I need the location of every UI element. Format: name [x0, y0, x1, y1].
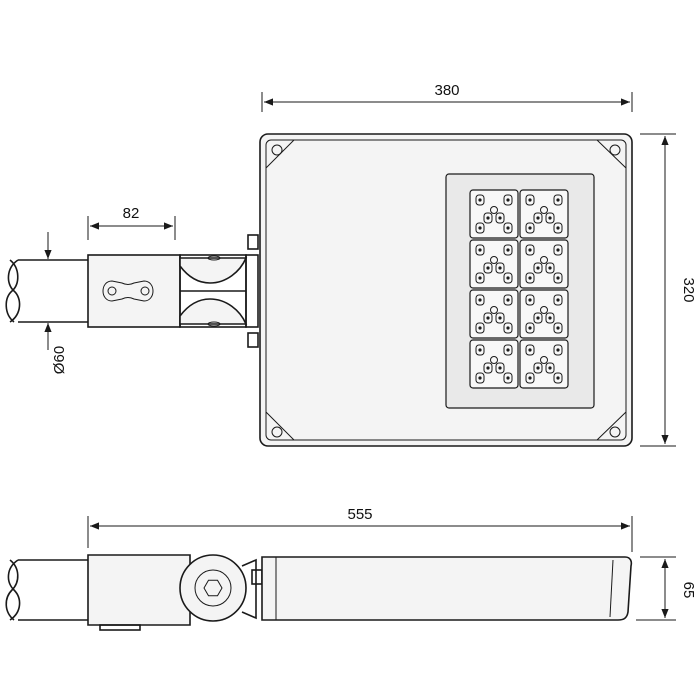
tilt-joint — [179, 554, 247, 622]
side-view: 555 65 — [5, 506, 697, 631]
led-module — [469, 189, 519, 239]
dimension-bracket-label: 82 — [123, 205, 140, 222]
led-module — [519, 339, 569, 389]
led-module — [519, 189, 569, 239]
led-module — [519, 289, 569, 339]
dimension-length-label: 555 — [347, 506, 372, 523]
led-module — [469, 239, 519, 289]
dimension-thickness-label: 65 — [680, 582, 697, 599]
luminaire-housing-top — [259, 133, 633, 447]
pole-pipe-top — [5, 259, 90, 323]
corner-screw — [271, 426, 283, 438]
dimension-pipe: Ø60 — [44, 232, 68, 374]
mounting-bracket-side — [87, 554, 263, 631]
hex-bolt — [203, 579, 223, 597]
dimension-bracket: 82 — [87, 205, 176, 240]
mounting-bracket-top — [87, 234, 259, 348]
corner-screw — [609, 426, 621, 438]
dimension-height: 320 — [640, 133, 697, 447]
luminaire-housing-side — [261, 556, 633, 621]
clamp-upper — [179, 257, 248, 284]
dimension-height-label: 320 — [680, 277, 697, 302]
clamp-lower — [179, 298, 248, 325]
dimension-thickness: 65 — [636, 556, 697, 621]
pole-pipe-side — [5, 559, 90, 621]
led-module — [469, 339, 519, 389]
dimension-pipe-label: Ø60 — [51, 346, 68, 374]
corner-screw — [609, 144, 621, 156]
top-view: 380 320 82 Ø60 — [5, 82, 697, 447]
led-module — [519, 239, 569, 289]
led-module — [469, 289, 519, 339]
dimension-width-label: 380 — [434, 82, 459, 99]
dimension-length: 555 — [87, 506, 633, 552]
led-module-grid — [469, 189, 569, 389]
dimension-width: 380 — [261, 82, 633, 112]
bracket-slot — [102, 280, 154, 302]
corner-screw — [271, 144, 283, 156]
